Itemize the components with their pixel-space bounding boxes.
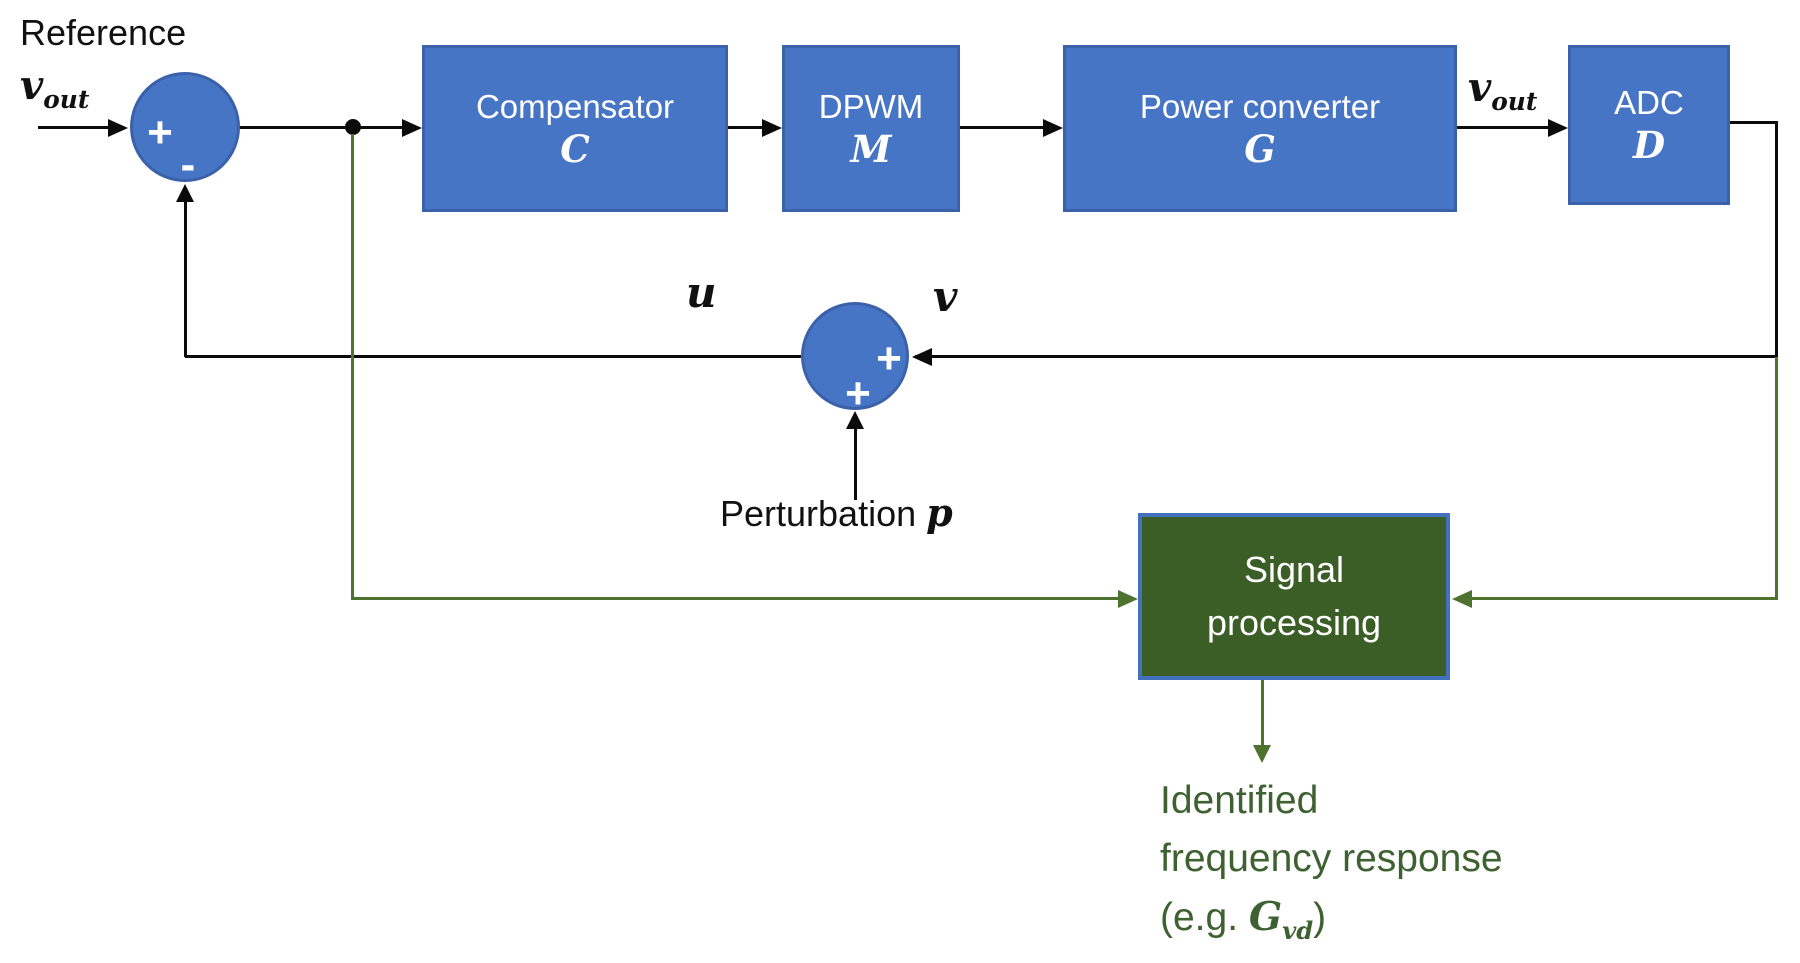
signal-processing-output-line — [1261, 680, 1264, 746]
vout-signal-label: vout — [1468, 64, 1537, 114]
sum2-v-arrowhead-icon — [912, 348, 932, 366]
gvd-base: G — [1248, 894, 1283, 940]
signal-processing-line2: processing — [1206, 601, 1382, 643]
perturbation-arrowhead-icon — [846, 411, 864, 429]
reference-vout-label: vout — [20, 62, 89, 112]
u-measurement-line-horizontal — [351, 597, 1120, 600]
reference-vout-sub: out — [43, 85, 90, 114]
gvd-symbol: Gvd — [1248, 894, 1313, 942]
adc-output-line-horizontal — [1730, 121, 1778, 124]
u-signal-line — [185, 355, 801, 358]
signal-processing-block: Signal processing — [1138, 513, 1450, 680]
summing-junction-error: + - — [130, 72, 240, 187]
perturbation-label-text: Perturbation — [720, 493, 927, 534]
dpwm-symbol: M — [850, 126, 892, 171]
dot-to-compensator-line — [353, 126, 404, 129]
sum2-plus-bottom-sign: + — [845, 369, 871, 418]
summing-junction-perturbation: + + — [801, 302, 909, 416]
feedback-line-vertical — [184, 200, 187, 357]
dpwm-block: DPWM M — [782, 45, 960, 212]
sum2-plus-right-sign: + — [876, 334, 902, 383]
v-signal-label: v — [933, 272, 958, 321]
signal-processing-right-arrowhead-icon — [1452, 590, 1472, 608]
identified-note-line3-prefix: (e.g. — [1160, 896, 1249, 939]
vout-signal-sub: out — [1491, 87, 1538, 116]
signal-processing-left-arrowhead-icon — [1118, 590, 1138, 608]
gvd-sub: vd — [1282, 915, 1314, 945]
identified-note-line1: Identified — [1160, 779, 1319, 822]
dpwm-title: DPWM — [818, 87, 924, 125]
u-measurement-line-vertical — [351, 134, 354, 600]
perturbation-line — [854, 427, 857, 500]
reference-label: Reference — [20, 12, 187, 53]
adc-symbol: D — [1632, 123, 1666, 168]
perturbation-var: p — [926, 490, 953, 535]
adc-input-arrowhead-icon — [1548, 119, 1568, 137]
compensator-symbol: C — [560, 126, 590, 171]
power-converter-block: Power converter G — [1063, 45, 1457, 212]
reference-vout-base: v — [20, 62, 44, 109]
identified-note-line3: (e.g. Gvd) — [1160, 888, 1503, 947]
reference-input-line — [38, 126, 110, 129]
sum1-feedback-arrowhead-icon — [176, 184, 194, 202]
perturbation-label: Perturbation p — [720, 490, 953, 535]
dpwm-input-arrowhead-icon — [762, 119, 782, 137]
adc-output-line-vertical — [1775, 121, 1778, 357]
sum1-minus-sign: - — [180, 140, 196, 189]
v-signal-line — [915, 355, 1778, 358]
sum1-plus-sign: + — [147, 108, 173, 157]
vout-signal-base: v — [1468, 64, 1492, 111]
u-signal-label: u — [686, 268, 717, 317]
adc-title: ADC — [1614, 84, 1684, 122]
v-measurement-line-vertical — [1775, 357, 1778, 600]
power-converter-title: Power converter — [1139, 87, 1381, 125]
power-input-arrowhead-icon — [1043, 119, 1063, 137]
dpwm-to-power-line — [960, 126, 1045, 129]
identified-note-line2: frequency response — [1160, 837, 1503, 880]
v-measurement-line-horizontal — [1462, 597, 1778, 600]
reference-input-arrowhead-icon — [108, 119, 128, 137]
signal-processing-line1: Signal — [1243, 549, 1345, 591]
compensator-input-arrowhead-icon — [402, 119, 422, 137]
error-signal-line — [240, 126, 353, 129]
identified-response-note: Identified frequency response (e.g. Gvd) — [1160, 772, 1503, 947]
adc-block: ADC D — [1568, 45, 1730, 205]
power-to-adc-line — [1457, 126, 1550, 129]
compensator-to-dpwm-line — [728, 126, 764, 129]
output-arrowhead-icon — [1253, 745, 1271, 763]
identified-note-line3-suffix: ) — [1313, 896, 1327, 939]
compensator-title: Compensator — [475, 87, 675, 125]
compensator-block: Compensator C — [422, 45, 728, 212]
power-converter-symbol: G — [1244, 126, 1276, 171]
